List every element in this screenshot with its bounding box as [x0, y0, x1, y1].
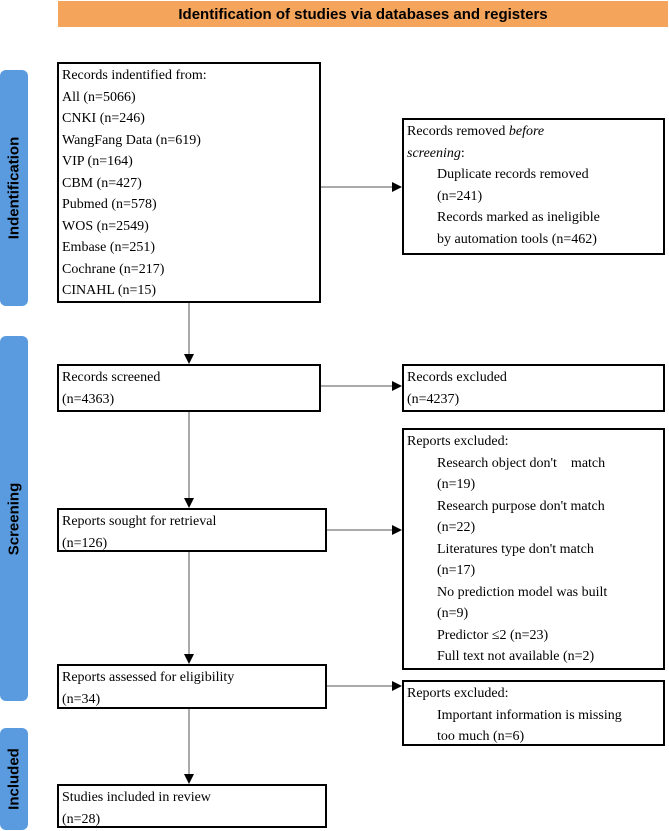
records-removed-title: Records removed before — [407, 124, 545, 139]
reports-excluded-eligibility-box: Reports excluded: Important information … — [402, 680, 665, 746]
exclusion-research-purpose: Research purpose don't match — [437, 498, 605, 514]
source-pubmed: Pubmed (n=578) — [62, 197, 157, 212]
records-screened-box: Records screened (n=4363) — [57, 364, 321, 412]
reports-excluded-eligibility-title: Reports excluded: — [407, 686, 509, 701]
reports-sought-label: Reports sought for retrieval — [62, 514, 217, 529]
source-embase: Embase (n=251) — [62, 240, 156, 255]
ineligible-records-count: by automation tools (n=462) — [437, 231, 597, 247]
records-excluded-box: Records excluded (n=4237) — [402, 364, 665, 412]
exclusion-missing-info: Important information is missing — [437, 707, 622, 723]
source-wos: WOS (n=2549) — [62, 218, 149, 234]
records-identified-title: Records indentified from: — [62, 68, 207, 83]
duplicate-records-count: (n=241) — [437, 188, 483, 204]
reports-excluded-title: Reports excluded: — [407, 434, 509, 449]
reports-excluded-box: Reports excluded: Research object don't … — [402, 428, 665, 670]
exclusion-research-object: Research object don't match — [437, 455, 606, 471]
source-cinahl: CINAHL (n=15) — [62, 283, 157, 298]
reports-assessed-box: Reports assessed for eligibility (n=34) — [57, 664, 327, 709]
exclusion-missing-info-count: too much (n=6) — [437, 729, 525, 744]
exclusion-full-text: Full text not available (n=2) — [437, 649, 595, 664]
exclusion-no-model: No prediction model was built — [437, 584, 608, 600]
reports-sought-box: Reports sought for retrieval (n=126) — [57, 508, 327, 552]
reports-assessed-label: Reports assessed for eligibility — [62, 670, 235, 685]
studies-included-count: (n=28) — [62, 811, 101, 827]
source-cbm: CBM (n=427) — [62, 175, 142, 191]
header-title: Identification of studies via databases … — [178, 5, 548, 23]
exclusion-research-object-count: (n=19) — [437, 477, 476, 492]
source-wangfang: WangFang Data (n=619) — [62, 132, 201, 148]
records-identified-box: Records indentified from: All (n=5066) C… — [57, 62, 321, 303]
records-removed-box: Records removed before screening: Duplic… — [402, 118, 665, 255]
stage-screening: Screening — [0, 336, 28, 701]
stage-included: Included — [0, 728, 28, 830]
source-vip: VIP (n=164) — [62, 154, 133, 169]
records-screened-label: Records screened — [62, 370, 161, 385]
records-screened-count: (n=4363) — [62, 391, 115, 407]
exclusion-no-model-count: (n=9) — [437, 606, 469, 621]
source-all: All (n=5066) — [62, 89, 136, 105]
exclusion-research-purpose-count: (n=22) — [437, 520, 476, 535]
exclusion-predictor: Predictor ≤2 (n=23) — [437, 627, 549, 643]
exclusion-literature-type: Literatures type don't match — [437, 541, 594, 557]
header-banner: Identification of studies via databases … — [58, 1, 668, 27]
studies-included-box: Studies included in review (n=28) — [57, 784, 327, 828]
exclusion-literature-type-count: (n=17) — [437, 563, 476, 578]
studies-included-label: Studies included in review — [62, 790, 211, 805]
source-cnki: CNKI (n=246) — [62, 111, 145, 126]
records-removed-title-cont: screening: — [407, 145, 465, 161]
source-cochrane: Cochrane (n=217) — [62, 261, 165, 277]
stage-identification: Indentification — [0, 70, 28, 306]
duplicate-records: Duplicate records removed — [437, 167, 589, 182]
ineligible-records: Records marked as ineligible — [437, 210, 600, 225]
records-excluded-label: Records excluded — [407, 370, 507, 385]
reports-assessed-count: (n=34) — [62, 691, 101, 707]
records-excluded-count: (n=4237) — [407, 391, 460, 407]
reports-sought-count: (n=126) — [62, 535, 108, 551]
